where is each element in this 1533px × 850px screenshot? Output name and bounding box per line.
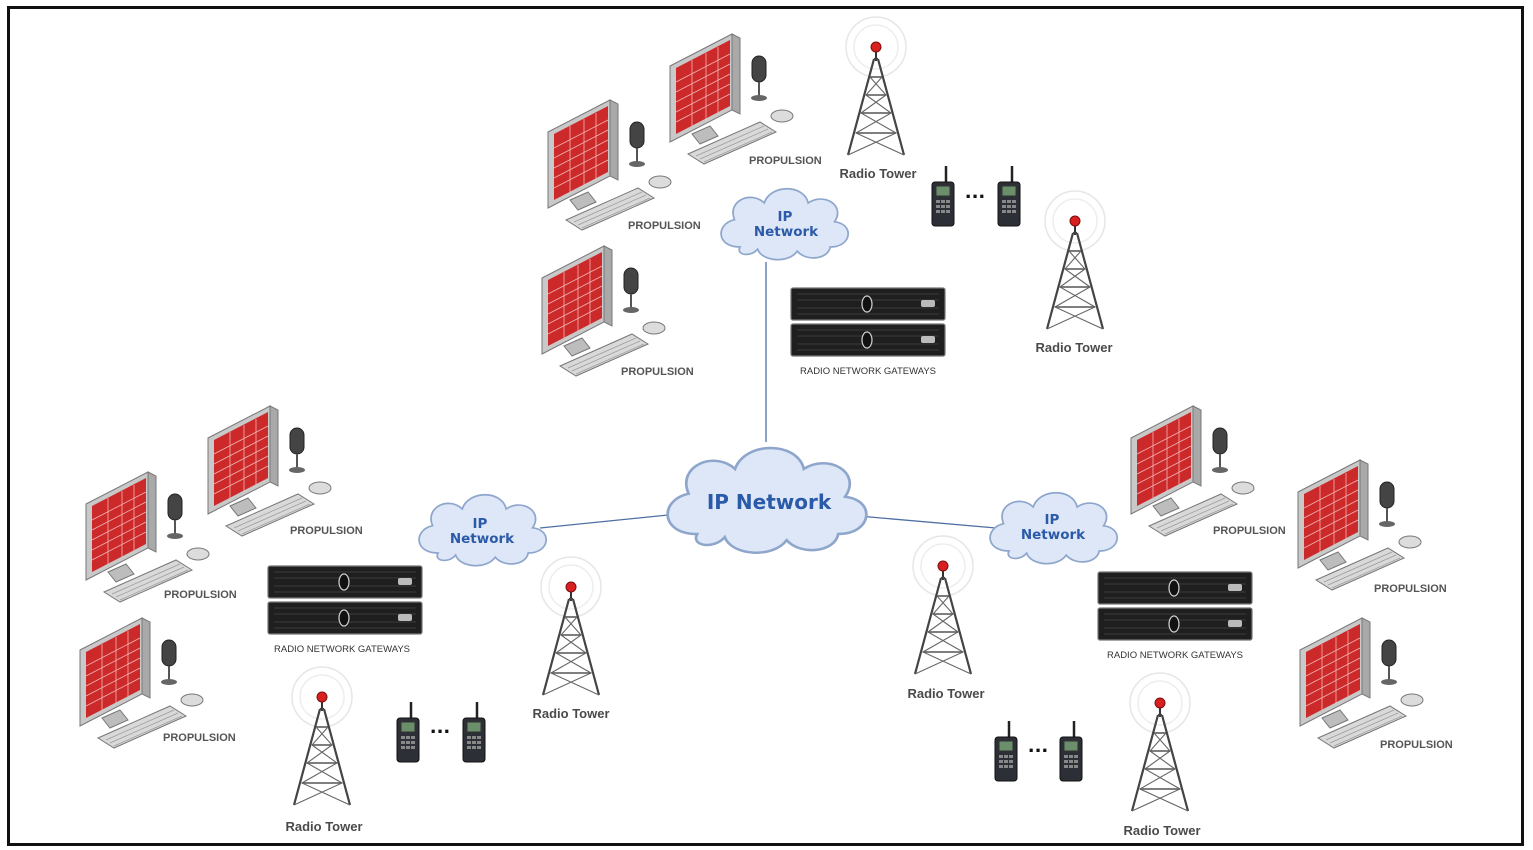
radio-tower-label: Radio Tower [907,686,984,701]
workstation-label: PROPULSION [628,220,701,232]
workstation-label: PROPULSION [749,155,822,167]
handheld-radio-icon [461,700,487,764]
radio-tower-icon [290,665,354,807]
radio-tower-icon [539,555,603,697]
radio-network-gateway-icon [790,287,946,357]
link-core-right [857,515,997,529]
workstation-label: PROPULSION [163,732,236,744]
workstation-icon [669,33,794,165]
workstation-label: PROPULSION [290,525,363,537]
workstation-icon [1297,459,1422,591]
site-left-ip-network-line2: Network [450,531,515,547]
handheld-radio-icon [930,164,956,228]
workstation-label: PROPULSION [164,589,237,601]
site-top-ip-network-line1: IP [778,209,793,225]
link-core-left [539,513,679,529]
site-right-ip-network-line1: IP [1045,512,1060,528]
radio-network-gateway-label: RADIO NETWORK GATEWAYS [1107,650,1243,661]
handset-ellipsis: ... [430,717,451,738]
handset-ellipsis: ... [965,182,986,203]
radio-tower-label: Radio Tower [285,819,362,834]
radio-tower-icon [844,15,908,157]
workstation-label: PROPULSION [1213,525,1286,537]
radio-network-gateway-label: RADIO NETWORK GATEWAYS [800,366,936,377]
workstation-icon [1299,617,1424,749]
workstation-icon [85,471,210,603]
radio-tower-label: Radio Tower [532,706,609,721]
network-links [539,262,997,529]
handheld-radio-icon [1058,719,1084,783]
site-right-ip-network-line2: Network [1021,527,1086,543]
handheld-radio-icon [395,700,421,764]
radio-network-gateway-label: RADIO NETWORK GATEWAYS [274,644,410,655]
handheld-radio-icon [996,164,1022,228]
workstation-icon [207,405,332,537]
site-top-ip-network-line2: Network [754,224,819,240]
site-left-ip-network-line1: IP [473,516,488,532]
radio-tower-icon [911,534,975,676]
radio-tower-label: Radio Tower [839,166,916,181]
radio-network-gateway-icon [1097,571,1253,641]
radio-network-gateway-icon [267,565,423,635]
workstation-icon [1130,405,1255,537]
radio-tower-label: Radio Tower [1035,340,1112,355]
radio-tower-label: Radio Tower [1123,823,1200,838]
core-ip-network-label: IP Network [707,490,832,514]
workstation-label: PROPULSION [1380,739,1453,751]
workstation-icon [541,245,666,377]
radio-tower-icon [1128,671,1192,813]
workstation-label: PROPULSION [1374,583,1447,595]
workstation-icon [547,99,672,231]
workstation-label: PROPULSION [621,366,694,378]
handset-ellipsis: ... [1028,736,1049,757]
handheld-radio-icon [993,719,1019,783]
radio-tower-icon [1043,189,1107,331]
workstation-icon [79,617,204,749]
